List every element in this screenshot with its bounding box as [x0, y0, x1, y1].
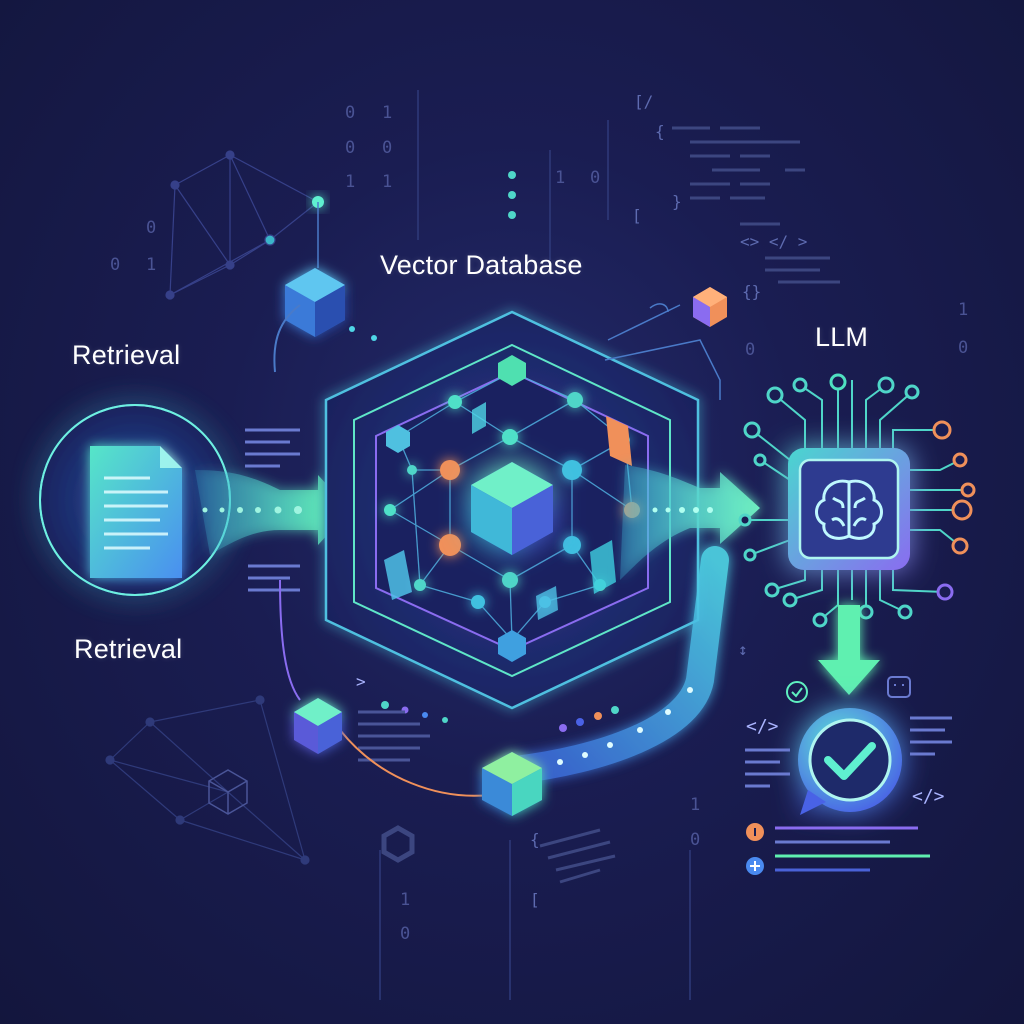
- binary-digit: 0: [400, 924, 411, 944]
- code-snippet: {}: [742, 282, 762, 301]
- dots-left: [202, 506, 302, 514]
- plus-icon: [746, 857, 764, 875]
- binary-digit: 0: [345, 103, 356, 123]
- code-snippet: [/: [634, 92, 654, 111]
- network-graph-bottom-left: [105, 695, 310, 865]
- flow-arrow-left: [195, 470, 350, 555]
- checkmark-icon: [824, 742, 876, 780]
- binary-digit: 1: [382, 172, 393, 192]
- code-snippet: </>: [912, 786, 945, 807]
- label-retrieval-top: Retrieval: [72, 340, 181, 370]
- label-retrieval-bottom: Retrieval: [74, 634, 183, 664]
- code-snippet: [: [530, 890, 540, 909]
- cube-icon-bottom-center: [482, 752, 542, 816]
- dots-right: [652, 507, 713, 513]
- code-lines-bottom-right: [775, 826, 930, 872]
- cube-icon-top: [285, 268, 345, 337]
- document-icon: [90, 446, 182, 578]
- binary-digit: 1: [555, 168, 566, 188]
- code-snippet: ↕: [738, 640, 748, 659]
- binary-digit: 1: [382, 103, 393, 123]
- binary-digit: 0: [345, 138, 356, 158]
- binary-digit: 1: [690, 795, 701, 815]
- flow-arrow-down: [818, 605, 880, 695]
- code-snippet: >: [356, 672, 366, 691]
- wireframe-cube-icon: [208, 769, 248, 815]
- code-snippet: {: [530, 830, 540, 849]
- faint-code-lines: [539, 126, 840, 884]
- pipe-dots: [557, 687, 693, 765]
- faint-frames: [379, 90, 691, 1000]
- flow-arrow-right: [620, 465, 760, 580]
- small-chat-icon: [887, 676, 911, 698]
- brain-icon: [815, 479, 883, 540]
- hexagon-ring-icon: [381, 825, 415, 863]
- code-snippet: [: [632, 206, 642, 225]
- label-vector-database: Vector Database: [380, 250, 583, 280]
- label-llm: LLM: [815, 322, 869, 352]
- binary-digit: 0: [110, 255, 121, 275]
- text-lines-left: [245, 428, 300, 592]
- binary-digit: 0: [745, 340, 756, 360]
- cube-icon-bottom-left: [294, 698, 342, 754]
- binary-digit: 1: [146, 255, 157, 275]
- dots-middle: [381, 701, 619, 732]
- binary-digit: 1: [958, 300, 969, 320]
- db-small-cubes: [384, 355, 632, 662]
- vector-database-cube-icon: [471, 462, 553, 555]
- small-check-icon: [786, 681, 808, 703]
- binary-digit: 0: [146, 218, 157, 238]
- network-graph-top-left: [165, 150, 319, 300]
- info-icon: [746, 823, 764, 841]
- vertical-dots-top: [508, 171, 516, 219]
- binary-digit: 0: [690, 830, 701, 850]
- text-lines-bottom: [358, 710, 430, 762]
- data-pipe: [501, 546, 729, 784]
- binary-digit: 1: [400, 890, 411, 910]
- binary-digit: 1: [345, 172, 356, 192]
- binary-digit: 0: [958, 338, 969, 358]
- code-snippet: {: [655, 122, 665, 141]
- circuit-nodes: [738, 373, 976, 628]
- binary-digit: 0: [590, 168, 601, 188]
- binary-digit: 0: [382, 138, 393, 158]
- code-snippet: <> </ >: [740, 232, 808, 251]
- cube-icon-orange: [693, 287, 727, 327]
- code-snippet: </>: [746, 716, 779, 737]
- text-lines-right: [745, 716, 952, 788]
- code-snippet: }: [672, 192, 682, 211]
